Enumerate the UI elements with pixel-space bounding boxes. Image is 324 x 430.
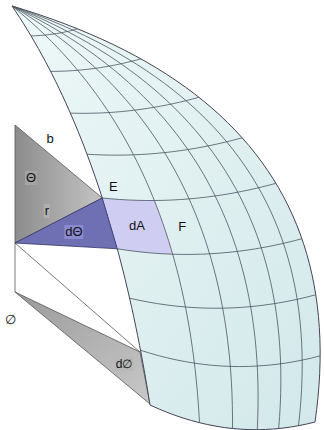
grid-row [70,97,199,113]
symbol-label: b [45,132,54,146]
symbol-label: Θ [25,171,37,185]
symbol-label: dΘ [64,225,83,239]
symbol-label: F [177,220,187,234]
axis-line [15,243,16,292]
symbol-label: r [44,204,50,218]
grid-row [117,239,302,255]
symbol-label: ∅ [4,313,17,327]
dtheta-wedge [15,198,117,249]
grid-column [12,6,200,423]
symbol-label: d∅ [115,357,134,371]
symbol-label: dA [128,219,146,233]
grid-column [12,6,258,430]
symbol-label: E [108,180,119,194]
grid-column [12,6,302,426]
grid-column [12,6,281,429]
grid-row [51,59,141,72]
phi-plane [15,292,150,404]
grid-column [12,6,233,429]
sphere-surface [12,6,320,430]
grid-row [31,29,78,36]
grid-row [102,183,276,200]
